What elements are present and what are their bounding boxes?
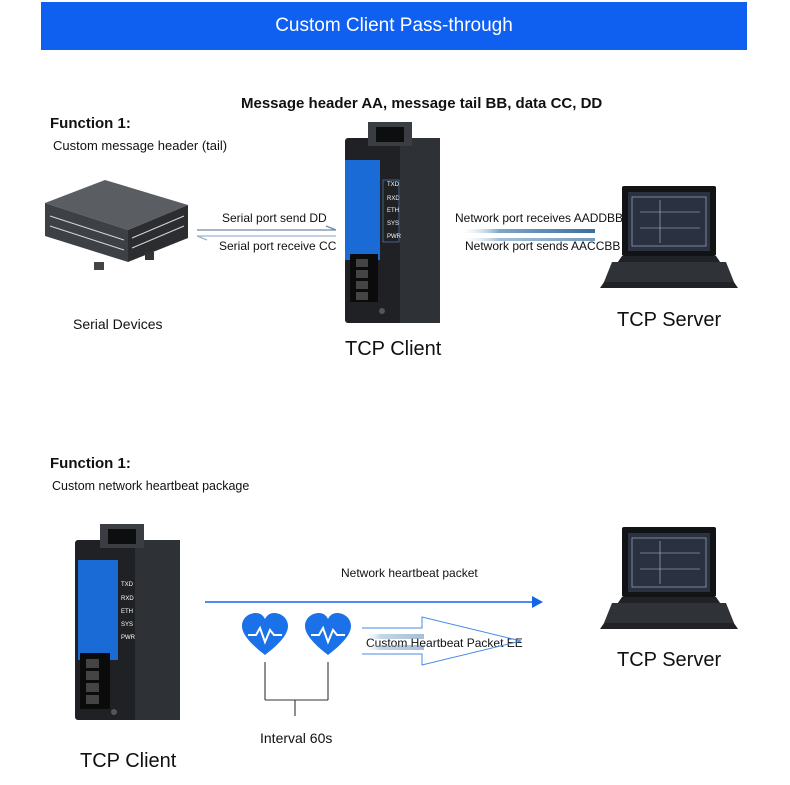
- serial-device-image: [45, 180, 188, 270]
- svg-text:PWR: PWR: [387, 234, 402, 240]
- section1-server-laptop: [600, 186, 738, 288]
- svg-text:SYS: SYS: [121, 622, 133, 628]
- net-receive-label: Network port receives AADDBB: [455, 211, 624, 225]
- section2-function-title: Function 1:: [50, 455, 131, 472]
- heartbeat-label: Network heartbeat packet: [341, 566, 478, 580]
- serial-arrows: [196, 225, 337, 241]
- svg-text:ETH: ETH: [387, 208, 399, 214]
- custom-packet-label: Custom Heartbeat Packet EE: [366, 636, 523, 650]
- section1-function-desc: Custom message header (tail): [53, 138, 228, 153]
- svg-text:SYS: SYS: [387, 221, 399, 227]
- section2-function-desc: Custom network heartbeat package: [52, 479, 250, 493]
- serial-receive-label: Serial port receive CC: [219, 239, 337, 253]
- heartbeat-arrow: [205, 596, 543, 608]
- section2-client-device: TXD RXD ETH SYS PWR: [75, 524, 180, 720]
- svg-text:RXD: RXD: [387, 196, 400, 202]
- serial-send-label: Serial port send DD: [222, 211, 327, 225]
- section1-client-device: TXD RXD ETH SYS PWR: [345, 122, 440, 323]
- section1-function-title: Function 1:: [50, 115, 131, 132]
- section1-caption: Message header AA, message tail BB, data…: [241, 95, 603, 112]
- section2-server-label: TCP Server: [617, 649, 722, 671]
- section1-server-label: TCP Server: [617, 309, 722, 331]
- page-banner: Custom Client Pass-through: [41, 2, 747, 50]
- banner-title: Custom Client Pass-through: [275, 15, 513, 36]
- svg-text:PWR: PWR: [121, 635, 136, 641]
- svg-text:TXD: TXD: [121, 582, 134, 588]
- interval-bracket: [264, 662, 329, 716]
- serial-devices-label: Serial Devices: [73, 316, 163, 332]
- heart-icon: [242, 613, 288, 655]
- net-send-label: Network port sends AACCBB: [465, 239, 621, 253]
- section2-client-label: TCP Client: [80, 750, 177, 772]
- section2-server-laptop: [600, 527, 738, 629]
- svg-text:RXD: RXD: [121, 596, 134, 602]
- section1-client-label: TCP Client: [345, 338, 442, 360]
- svg-text:ETH: ETH: [121, 609, 133, 615]
- interval-label: Interval 60s: [260, 730, 333, 746]
- svg-text:TXD: TXD: [387, 182, 400, 188]
- heart-icon: [305, 613, 351, 655]
